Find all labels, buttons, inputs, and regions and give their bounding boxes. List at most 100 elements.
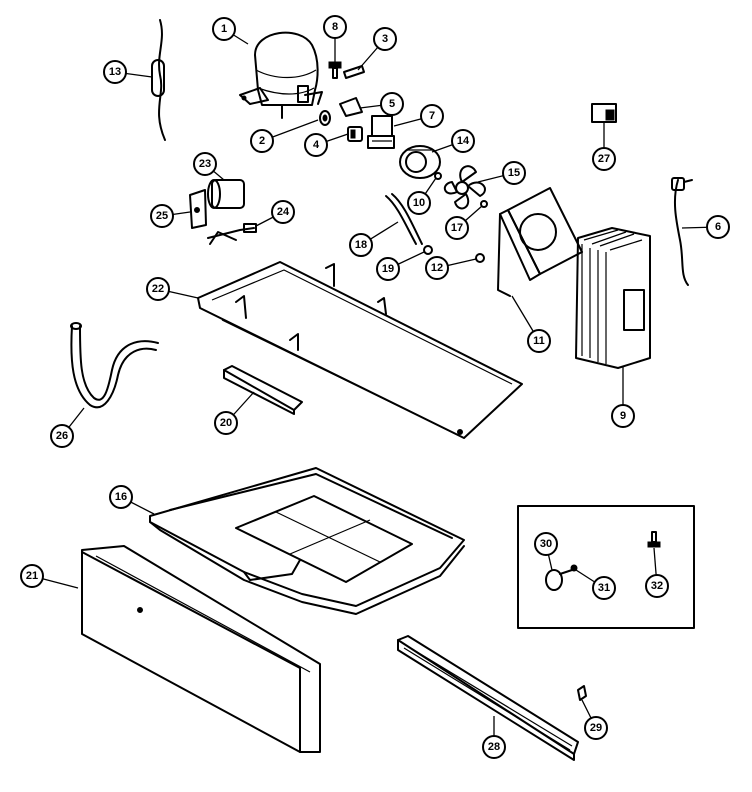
callout-number: 13 — [109, 66, 121, 78]
callout-number: 3 — [382, 33, 388, 45]
part-drier — [151, 19, 166, 141]
part-retainer — [480, 200, 488, 208]
callout-number: 16 — [115, 491, 127, 503]
callout-number: 21 — [26, 570, 38, 582]
part-fan-shroud — [497, 187, 583, 297]
callout-circle — [214, 411, 238, 435]
callout-circle — [271, 200, 295, 224]
callout-circle — [592, 576, 616, 600]
callout-number: 20 — [220, 417, 232, 429]
callout-circle — [146, 277, 170, 301]
part-grille — [397, 635, 579, 761]
callout-circle — [193, 152, 217, 176]
callout-5: 5 — [359, 92, 404, 116]
callout-number: 31 — [598, 582, 610, 594]
callout-number: 4 — [313, 139, 320, 151]
part-fan-motor — [399, 145, 441, 179]
callout-circle — [425, 256, 449, 280]
callout-number: 12 — [431, 262, 443, 274]
callout-15: 15 — [477, 161, 526, 185]
part-compressor — [239, 31, 323, 119]
part-relay — [367, 115, 395, 149]
callout-circle — [445, 216, 469, 240]
callout-number: 10 — [413, 197, 425, 209]
callout-number: 8 — [332, 21, 338, 33]
callout-30: 30 — [534, 532, 558, 571]
callout-circle — [304, 133, 328, 157]
callout-circle — [376, 257, 400, 281]
part-base-channel — [197, 261, 523, 439]
callout-32: 32 — [645, 547, 669, 598]
callout-number: 5 — [389, 98, 395, 110]
callout-number: 28 — [488, 741, 500, 753]
callout-3: 3 — [357, 27, 397, 71]
callout-number: 18 — [355, 239, 367, 251]
part-condenser — [575, 227, 651, 369]
callout-25: 25 — [150, 204, 191, 228]
callout-circle — [527, 329, 551, 353]
callout-circle — [373, 27, 397, 51]
callout-circle — [584, 716, 608, 740]
callout-12: 12 — [425, 256, 477, 280]
callout-circle — [592, 147, 616, 171]
callout-circle — [502, 161, 526, 185]
callout-23: 23 — [193, 152, 225, 181]
callout-number: 7 — [429, 110, 435, 122]
callout-31: 31 — [575, 569, 616, 600]
callout-circle — [50, 424, 74, 448]
callout-number: 25 — [156, 210, 168, 222]
callout-number: 30 — [540, 538, 552, 550]
callout-circle — [103, 60, 127, 84]
callout-circle — [706, 215, 730, 239]
callout-7: 7 — [393, 104, 444, 128]
part-bracket — [339, 97, 363, 117]
callout-number: 29 — [590, 722, 602, 734]
callout-circle — [380, 92, 404, 116]
callout-number: 2 — [259, 135, 265, 147]
callout-1: 1 — [212, 17, 249, 45]
callout-number: 23 — [199, 158, 211, 170]
callout-circle — [407, 191, 431, 215]
callout-27: 27 — [592, 122, 616, 171]
part-drain-pan — [149, 467, 465, 615]
part-grommet — [319, 110, 331, 126]
callout-circle — [534, 532, 558, 556]
callout-circle — [323, 15, 347, 39]
part-capacitor — [207, 179, 245, 209]
callout-circle — [109, 485, 133, 509]
callout-28: 28 — [482, 716, 506, 759]
callout-number: 15 — [508, 167, 520, 179]
callout-10: 10 — [407, 177, 437, 215]
callout-11: 11 — [511, 295, 551, 353]
part-clip — [343, 65, 365, 79]
part-toe-panel — [81, 545, 321, 753]
part-switch — [591, 103, 617, 123]
callout-circle — [349, 233, 373, 257]
callout-circle — [212, 17, 236, 41]
callout-circle — [20, 564, 44, 588]
callout-circle — [482, 735, 506, 759]
callout-number: 22 — [152, 283, 164, 295]
callout-circle — [250, 129, 274, 153]
callout-circle — [611, 404, 635, 428]
callout-8: 8 — [323, 15, 347, 62]
callout-13: 13 — [103, 60, 153, 84]
part-screw — [328, 61, 342, 79]
callout-number: 14 — [457, 135, 470, 147]
part-screw-12 — [475, 253, 485, 263]
part-power-cord — [671, 177, 693, 286]
callout-20: 20 — [214, 391, 255, 435]
callout-number: 32 — [651, 580, 663, 592]
callout-circle — [150, 204, 174, 228]
callout-number: 27 — [598, 153, 610, 165]
part-leveling-leg — [545, 564, 578, 591]
part-lead-wire — [207, 223, 257, 245]
callout-17: 17 — [445, 205, 483, 240]
callout-19: 19 — [376, 251, 425, 281]
callout-number: 17 — [451, 222, 463, 234]
part-capacitor-bracket — [189, 189, 207, 229]
callout-22: 22 — [146, 277, 199, 301]
callout-4: 4 — [304, 133, 349, 157]
callout-16: 16 — [109, 485, 155, 515]
